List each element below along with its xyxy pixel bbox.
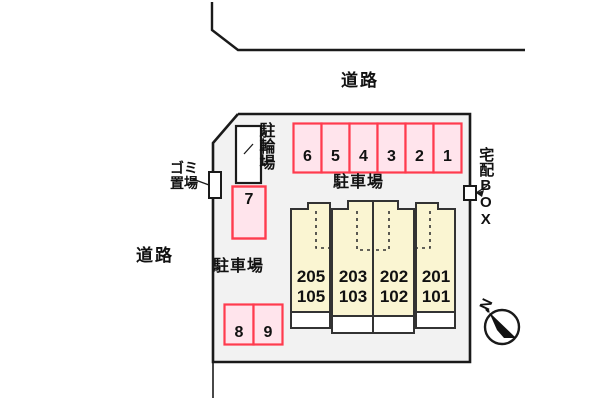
parking-stall-label-5: 5 [331, 148, 340, 165]
unit-label-205-105: 205 [296, 267, 326, 286]
unit-label-102: 102 [379, 287, 409, 306]
entry-strip-205 [290, 311, 331, 329]
parking-stall-label-1: 1 [443, 148, 452, 165]
parking-stall-label-4: 4 [359, 148, 368, 165]
parking-stall-label-9: 9 [263, 324, 273, 341]
road-boundary-top [210, 2, 525, 52]
parking-stall-3[interactable] [376, 122, 407, 174]
parking-stall-label-3: 3 [387, 148, 396, 165]
parking-stall-6[interactable] [292, 122, 323, 174]
unit-label-201-101: 201 [421, 267, 451, 286]
parking-stall-label-2: 2 [415, 148, 424, 165]
unit-label-202-102: 202 [379, 267, 409, 286]
delivery-box-marker [463, 185, 477, 201]
parking-row-top [292, 122, 463, 174]
bicycle-parking-label: 駐輪場 [256, 122, 274, 170]
site-boundary [211, 112, 472, 364]
garbage-area-label: ゴミ 置場 [170, 160, 198, 191]
delivery-box-arrowhead [476, 190, 484, 197]
parking-stall-label-7: 7 [244, 191, 254, 208]
parking-label-left: 駐車場 [213, 258, 265, 275]
balcony-divider-201 [417, 211, 431, 249]
bicycle-parking-area [234, 124, 263, 185]
compass-needle-stem [485, 308, 490, 313]
unit-label-101: 101 [421, 287, 451, 306]
parking-label-main: 駐車場 [333, 174, 385, 191]
compass-rose [483, 308, 521, 346]
bicycle-parking-leader [243, 143, 254, 155]
balcony-divider-205 [315, 211, 329, 249]
apartment-building [290, 200, 456, 334]
entry-strip-202 [372, 315, 415, 334]
delivery-box-leader [475, 185, 488, 194]
parking-row-bottom [223, 303, 284, 346]
unit-label-105: 105 [296, 287, 326, 306]
road-label-left: 道路 [136, 246, 174, 265]
delivery-box-label: 宅配BOX [477, 147, 495, 228]
road-label-top: 道路 [341, 71, 379, 90]
garbage-area-leader [189, 177, 210, 186]
parking-stall-1[interactable] [432, 122, 463, 174]
entry-strip-203 [331, 315, 374, 334]
parking-stall-2[interactable] [404, 122, 435, 174]
parking-stall-label-8: 8 [234, 324, 244, 341]
parking-stall-7[interactable] [231, 185, 267, 240]
garbage-area-box [208, 171, 222, 199]
parking-stall-label-6: 6 [303, 148, 312, 165]
compass-needle [489, 312, 516, 338]
unit-label-103: 103 [338, 287, 368, 306]
unit-label-203-103: 203 [338, 267, 368, 286]
entry-strip-201 [415, 311, 456, 329]
parking-stall-9[interactable] [252, 303, 284, 346]
parking-stall-5[interactable] [320, 122, 351, 174]
